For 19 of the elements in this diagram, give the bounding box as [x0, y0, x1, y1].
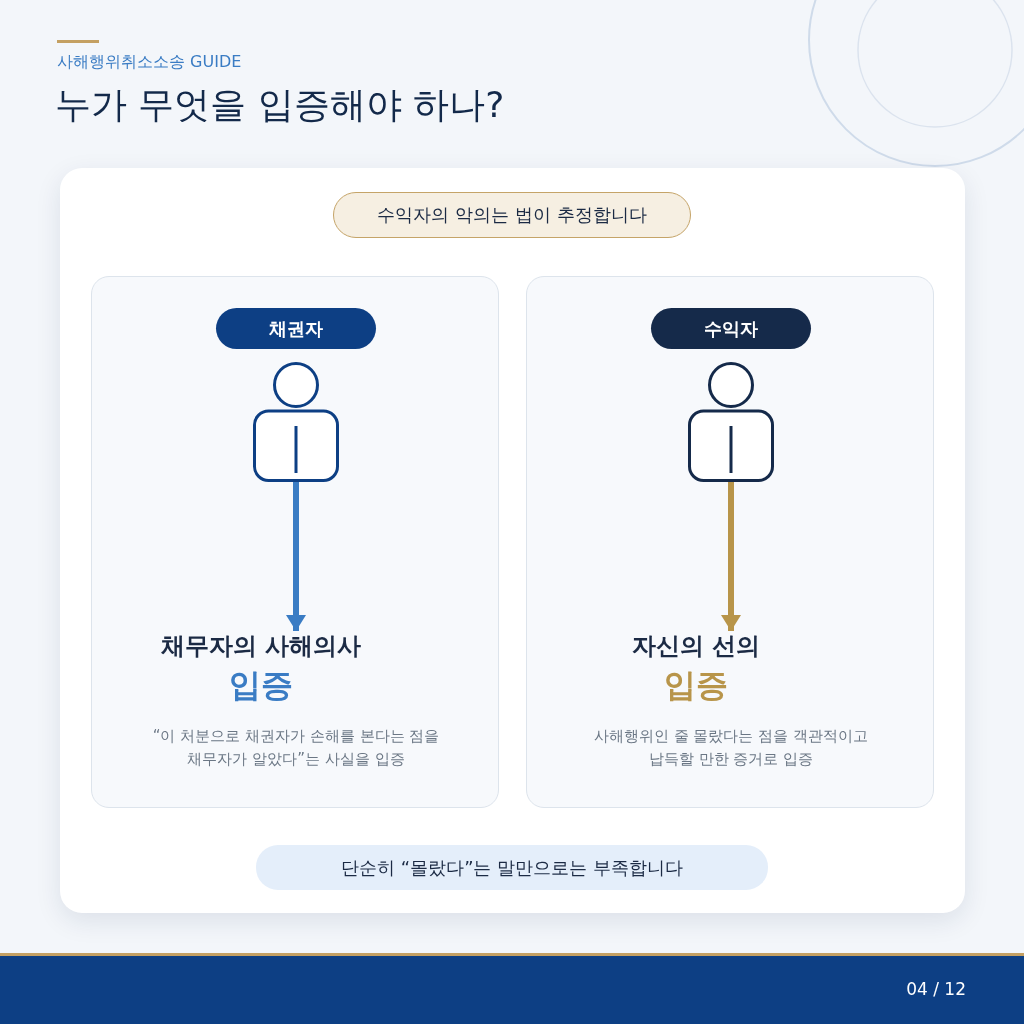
- arrow: [286, 482, 306, 631]
- subtitle: 사해행위취소소송 GUIDE: [57, 51, 242, 73]
- result-heading: 자신의 선의: [631, 631, 761, 661]
- role-badge: 채권자: [216, 308, 376, 349]
- page-number: 04 / 12: [906, 978, 966, 1000]
- result-keyword: 입증: [229, 665, 293, 705]
- note-pill: 단순히 “몰랐다”는 말만으로는 부족합니다: [256, 845, 768, 890]
- result-keyword: 입증: [664, 665, 728, 705]
- note-pill: 수익자의 악의는 법이 추정합니다: [333, 192, 691, 238]
- title: 누가 무엇을 입증해야 하나?: [55, 83, 505, 127]
- result-description: 사해행위인 줄 몰랐다는 점을 객관적이고 납득할 만한 증거로 입증: [592, 726, 870, 770]
- party-panel: [526, 276, 934, 808]
- result-description: “이 처분으로 채권자가 손해를 본다는 점을 채무자가 알았다”는 사실을 입증: [151, 726, 441, 770]
- result-heading: 채무자의 사해의사: [160, 631, 362, 661]
- person-icon: [253, 362, 339, 482]
- arrow: [721, 482, 741, 631]
- party-panel: [91, 276, 499, 808]
- person-icon: [688, 362, 774, 482]
- role-badge: 수익자: [651, 308, 811, 349]
